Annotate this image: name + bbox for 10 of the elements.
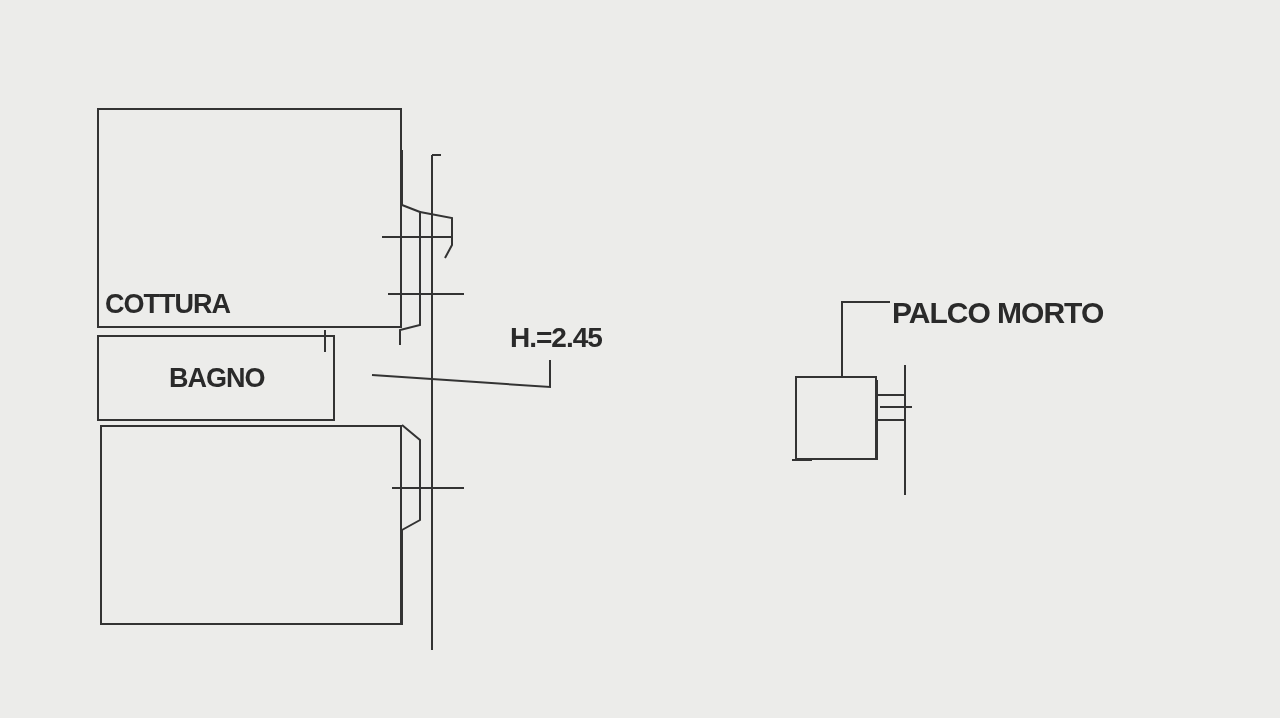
- room-label: BAGNO: [169, 363, 265, 394]
- area-label: PALCO MORTO: [892, 296, 1104, 330]
- room-outline: [97, 108, 402, 328]
- leader-line: [841, 301, 891, 377]
- room-label: COTTURA: [105, 289, 230, 320]
- leader-line: [371, 359, 551, 389]
- room-outline: [97, 335, 335, 421]
- height-label: H.=2.45: [510, 322, 602, 354]
- room-outline: [795, 376, 877, 460]
- room-outline: [100, 425, 402, 625]
